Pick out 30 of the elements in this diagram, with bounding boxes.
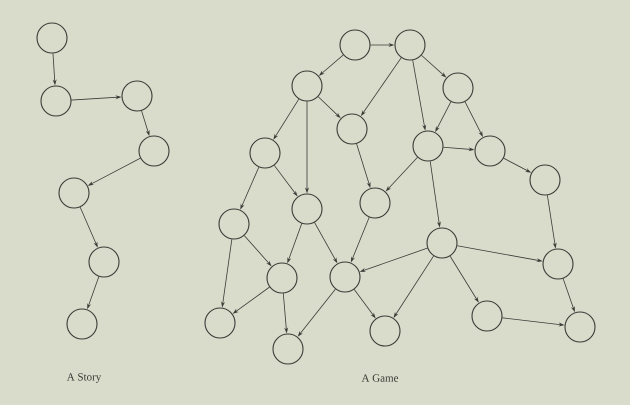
graph-node — [58, 177, 90, 209]
graph-node — [329, 261, 361, 293]
graph-node — [442, 72, 474, 104]
graph-node — [529, 164, 561, 196]
graph-node — [121, 80, 153, 112]
graph-node — [426, 227, 458, 259]
graph-node — [474, 135, 506, 167]
graph-node — [272, 333, 304, 365]
graph-node — [339, 29, 371, 61]
graph-node — [564, 311, 596, 343]
graph-node — [394, 29, 426, 61]
graph-node — [218, 208, 250, 240]
graph-node — [291, 193, 323, 225]
graph-node — [266, 262, 298, 294]
graph-node — [40, 85, 72, 117]
graph-node — [36, 22, 68, 54]
graph-node — [471, 300, 503, 332]
caption: A Game — [362, 374, 398, 382]
caption: A Story — [66, 373, 102, 383]
graph-node — [204, 307, 236, 339]
graph-node — [369, 315, 401, 347]
graph-node — [412, 130, 444, 162]
graph-node — [66, 308, 98, 340]
graph-node — [138, 135, 170, 167]
graph-node — [336, 113, 368, 145]
graph-node — [359, 187, 391, 219]
graph-node — [88, 246, 120, 278]
graph-node — [249, 137, 281, 169]
graph-node — [291, 70, 323, 102]
graph-node — [542, 248, 574, 280]
